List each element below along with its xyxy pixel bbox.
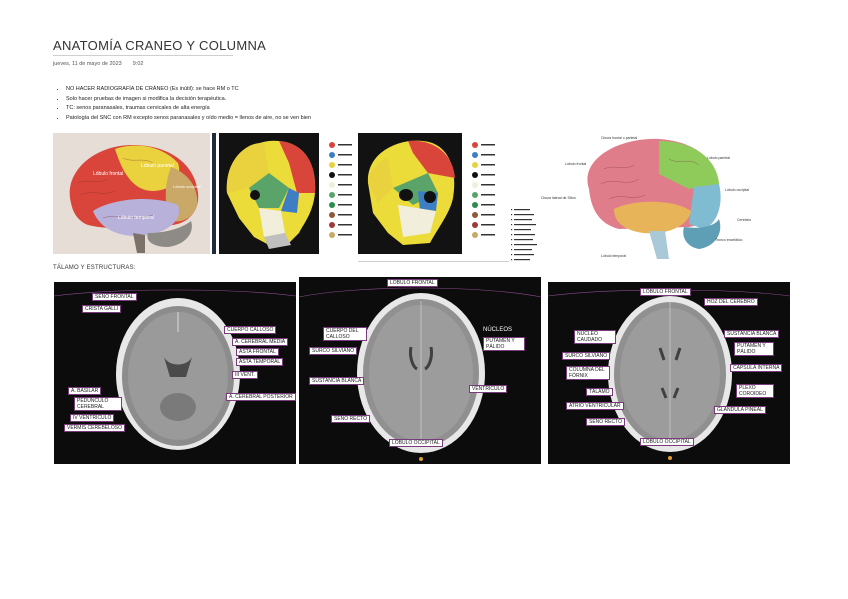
ct1-label-a-cerebral-media: A. CEREBRAL MEDIA bbox=[232, 338, 288, 346]
page-date: jueves, 11 de mayo de 2023 bbox=[53, 61, 122, 67]
image-divider bbox=[212, 133, 216, 254]
brain-label-temporal: Lóbulo temporal bbox=[118, 215, 154, 221]
ct2-footer: LÓBULO OCCIPITAL bbox=[389, 439, 443, 447]
diagram-label-cerebelo: Cerebelo bbox=[737, 218, 751, 222]
page-time: 9:02 bbox=[133, 61, 144, 67]
note-item: Patología del SNC con RM excepto senos p… bbox=[66, 114, 311, 124]
ct3-label-putamen: PUTAMEN Y PÁLIDO bbox=[734, 342, 774, 356]
section-title: TÁLAMO Y ESTRUCTURAS: bbox=[53, 265, 136, 271]
ct3-label-plexo: PLEXO COROIDEO bbox=[736, 384, 774, 398]
ct3-label-talamo: TÁLAMO bbox=[586, 388, 613, 396]
ct3-label-surco-silviano: SURCO SILVIANO bbox=[562, 352, 610, 360]
note-item: TC: senos paranasales, traumas cervicale… bbox=[66, 104, 311, 114]
ct3-label-sustancia-blanca: SUSTANCIA BLANCA bbox=[724, 330, 779, 338]
ct2-label-seno-recto: SENO RECTO bbox=[331, 415, 370, 423]
ct1-label-a-basilar: A. BASILAR bbox=[68, 387, 101, 395]
ct3-label-seno-recto: SENO RECTO bbox=[586, 418, 625, 426]
brain-diagram-image: Cisura frontal o parietal Lóbulo frontal… bbox=[509, 129, 769, 264]
ct2-label-surco-silviano: SURCO SILVIANO bbox=[309, 347, 357, 355]
ct1-label-vermis: VERMIS CEREBELOSO bbox=[64, 424, 125, 432]
diagram-label-occipital: Lóbulo occipital bbox=[725, 188, 749, 192]
ct2-label-putamen: PUTAMEN Y PÁLIDO bbox=[483, 337, 525, 351]
image-frame-line bbox=[358, 261, 509, 262]
brain-label-parietal: Lóbulo parietal bbox=[141, 163, 174, 169]
ct1-label-seno-frontal: SENO FRONTAL bbox=[92, 293, 137, 301]
ct3-footer: LÓBULO OCCIPITAL bbox=[640, 438, 694, 446]
ct3-label-nucleo-caudado: NÚCLEO CAUDADO bbox=[574, 330, 616, 344]
title-underline bbox=[53, 55, 233, 56]
ct1-label-cuerpo-calloso: CUERPO CALLOSO bbox=[224, 326, 276, 334]
ct2-label-ventriculo: VENTRÍCULO bbox=[469, 385, 507, 393]
ct2-header: LÓBULO FRONTAL bbox=[387, 279, 438, 287]
diagram-label-temporal: Lóbulo temporal bbox=[601, 254, 626, 258]
ct1-label-asta-temporal: ASTA TEMPORAL bbox=[236, 358, 283, 366]
skull-oblique-image bbox=[358, 133, 504, 254]
note-item: Solo hacer pruebas de imagen si modifica… bbox=[66, 95, 311, 105]
diagram-label-cisura: Cisura frontal o parietal bbox=[601, 136, 637, 140]
ct2-side-title: NÚCLEOS bbox=[483, 327, 512, 333]
ct1-label-pedunculo: PEDÚNCULO CEREBRAL bbox=[74, 397, 122, 411]
diagram-label-silvio: Cisura lateral de Silvio bbox=[541, 196, 576, 200]
page-timestamp: jueves, 11 de mayo de 2023 9:02 bbox=[53, 61, 143, 67]
diagram-label-frontal: Lóbulo frontal bbox=[565, 162, 586, 166]
ct2-label-sustancia-blanca: SUSTANCIA BLANCA bbox=[309, 377, 364, 385]
ct2-label-cuerpo-calloso: CUERPO DEL CALLOSO bbox=[323, 327, 367, 341]
ct1-label-a-cerebral-posterior: A. CEREBRAL POSTERIOR bbox=[226, 393, 296, 401]
notes-list: NO HACER RADIOGRAFÍA DE CRÁNEO (Es inúti… bbox=[58, 85, 311, 123]
ct3-label-atrio: ATRIO VENTRICULAR bbox=[566, 402, 624, 410]
diagram-label-tronco: Tronco encefálico bbox=[715, 238, 743, 242]
brain-label-occipital: Lóbulo occipital bbox=[173, 184, 201, 189]
ct3-header: LÓBULO FRONTAL bbox=[640, 288, 691, 296]
skull-lateral-image bbox=[219, 133, 359, 254]
ct3-label-capsula: CÁPSULA INTERNA bbox=[730, 364, 782, 372]
ct1-label-iii-vent: III VENT. bbox=[232, 371, 258, 379]
diagram-label-parietal: Lóbulo parietal bbox=[707, 156, 730, 160]
brain-lateral-image: Lóbulo frontal Lóbulo parietal Lóbulo oc… bbox=[53, 133, 210, 254]
ct3-label-fornix: COLUMNA DEL FÓRNIX bbox=[566, 366, 610, 380]
brain-label-frontal: Lóbulo frontal bbox=[93, 171, 123, 177]
note-item: NO HACER RADIOGRAFÍA DE CRÁNEO (Es inúti… bbox=[66, 85, 311, 95]
ct3-label-hoz: HOZ DEL CEREBRO bbox=[704, 298, 758, 306]
ct1-label-iv-ventriculo: IV VENTRÍCULO bbox=[70, 414, 114, 422]
ct-scan-1: SENO FRONTAL CRISTA GALLI CUERPO CALLOSO… bbox=[54, 282, 296, 464]
ct3-label-pineal: GLÁNDULA PINEAL bbox=[714, 406, 766, 414]
ct-scan-3: LÓBULO FRONTAL LÓBULO OCCIPITAL HOZ DEL … bbox=[548, 282, 790, 464]
ct1-label-asta-frontal: ASTA FRONTAL bbox=[236, 348, 279, 356]
page-title: ANATOMÍA CRANEO Y COLUMNA bbox=[53, 38, 266, 53]
ct1-label-crista-galli: CRISTA GALLI bbox=[82, 305, 121, 313]
ct-scan-2: LÓBULO FRONTAL LÓBULO OCCIPITAL NÚCLEOS … bbox=[299, 277, 541, 464]
